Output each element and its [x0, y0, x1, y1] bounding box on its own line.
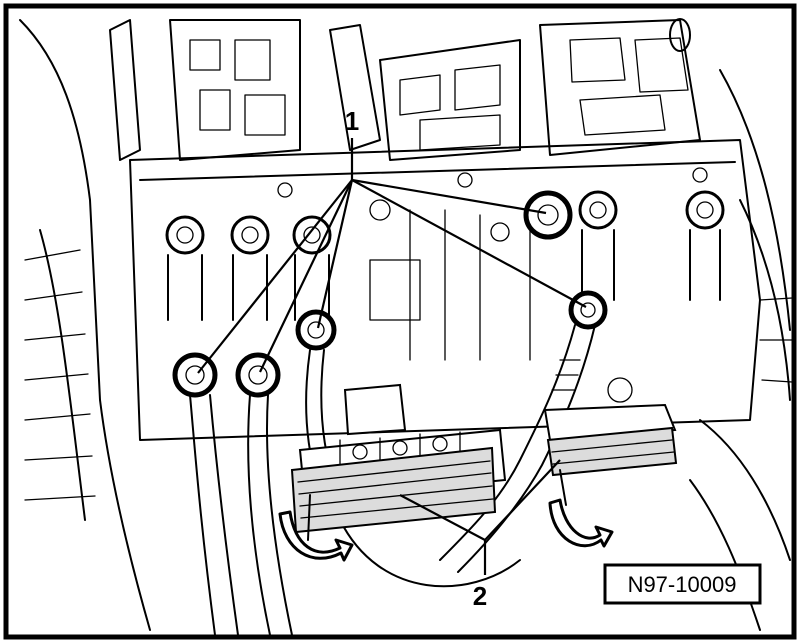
cover-strips	[290, 426, 678, 541]
nut-2	[235, 352, 281, 398]
cover-strip-right	[546, 426, 678, 477]
nut-1	[172, 352, 218, 398]
nut-4	[523, 190, 573, 240]
nut-5	[568, 290, 608, 330]
callout-1-label: 1	[345, 106, 359, 136]
callout-2-label: 2	[473, 581, 487, 611]
mounting-plate	[129, 139, 761, 441]
nut-3	[295, 309, 337, 351]
reference-code: N97-10009	[628, 572, 737, 597]
fastening-nuts	[172, 190, 608, 398]
reference-box	[603, 563, 762, 605]
upper-bolts	[165, 190, 725, 321]
background-outlines	[19, 18, 793, 631]
cover-strip-left	[290, 446, 497, 534]
figure-frame	[3, 3, 797, 640]
callout-lines	[197, 138, 587, 575]
arrow-icon	[278, 498, 614, 562]
